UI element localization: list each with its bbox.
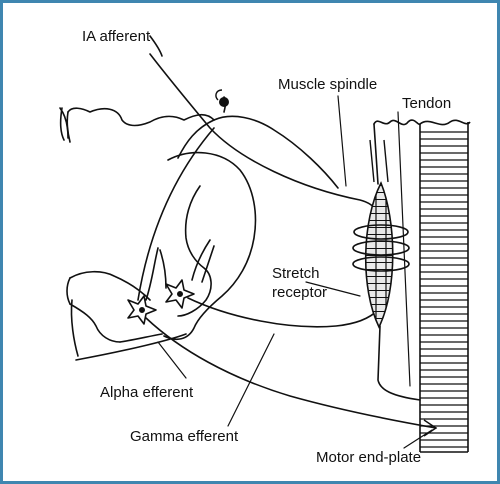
tendon [419,119,471,453]
label-tendon: Tendon [402,95,452,112]
dorsal-root-ganglion [219,97,229,107]
gamma-motor-neuron [165,279,195,309]
spinal-cord [59,107,339,357]
label-alpha-efferent: Alpha efferent [100,384,194,401]
label-motor-end-plate: Motor end-plate [316,449,422,466]
alpha-efferent-fibre [75,317,437,429]
label-receptor: receptor [272,284,328,301]
label-muscle-spindle: Muscle spindle [278,76,378,93]
muscle-spindle-body [364,139,394,329]
ia-afferent-fibre [137,35,379,301]
tendon-striations [420,131,468,448]
alpha-motor-neuron [127,295,157,325]
label-stretch: Stretch [272,265,320,282]
label-gamma-efferent: Gamma efferent [130,428,239,445]
leader-lines [157,95,433,449]
motor-end-plate-arrow [423,419,438,437]
stretch-receptor-coils [352,224,410,272]
gamma-efferent-fibre [187,297,379,328]
gray-matter [145,151,257,341]
label-ia-afferent: IA afferent [82,28,151,45]
